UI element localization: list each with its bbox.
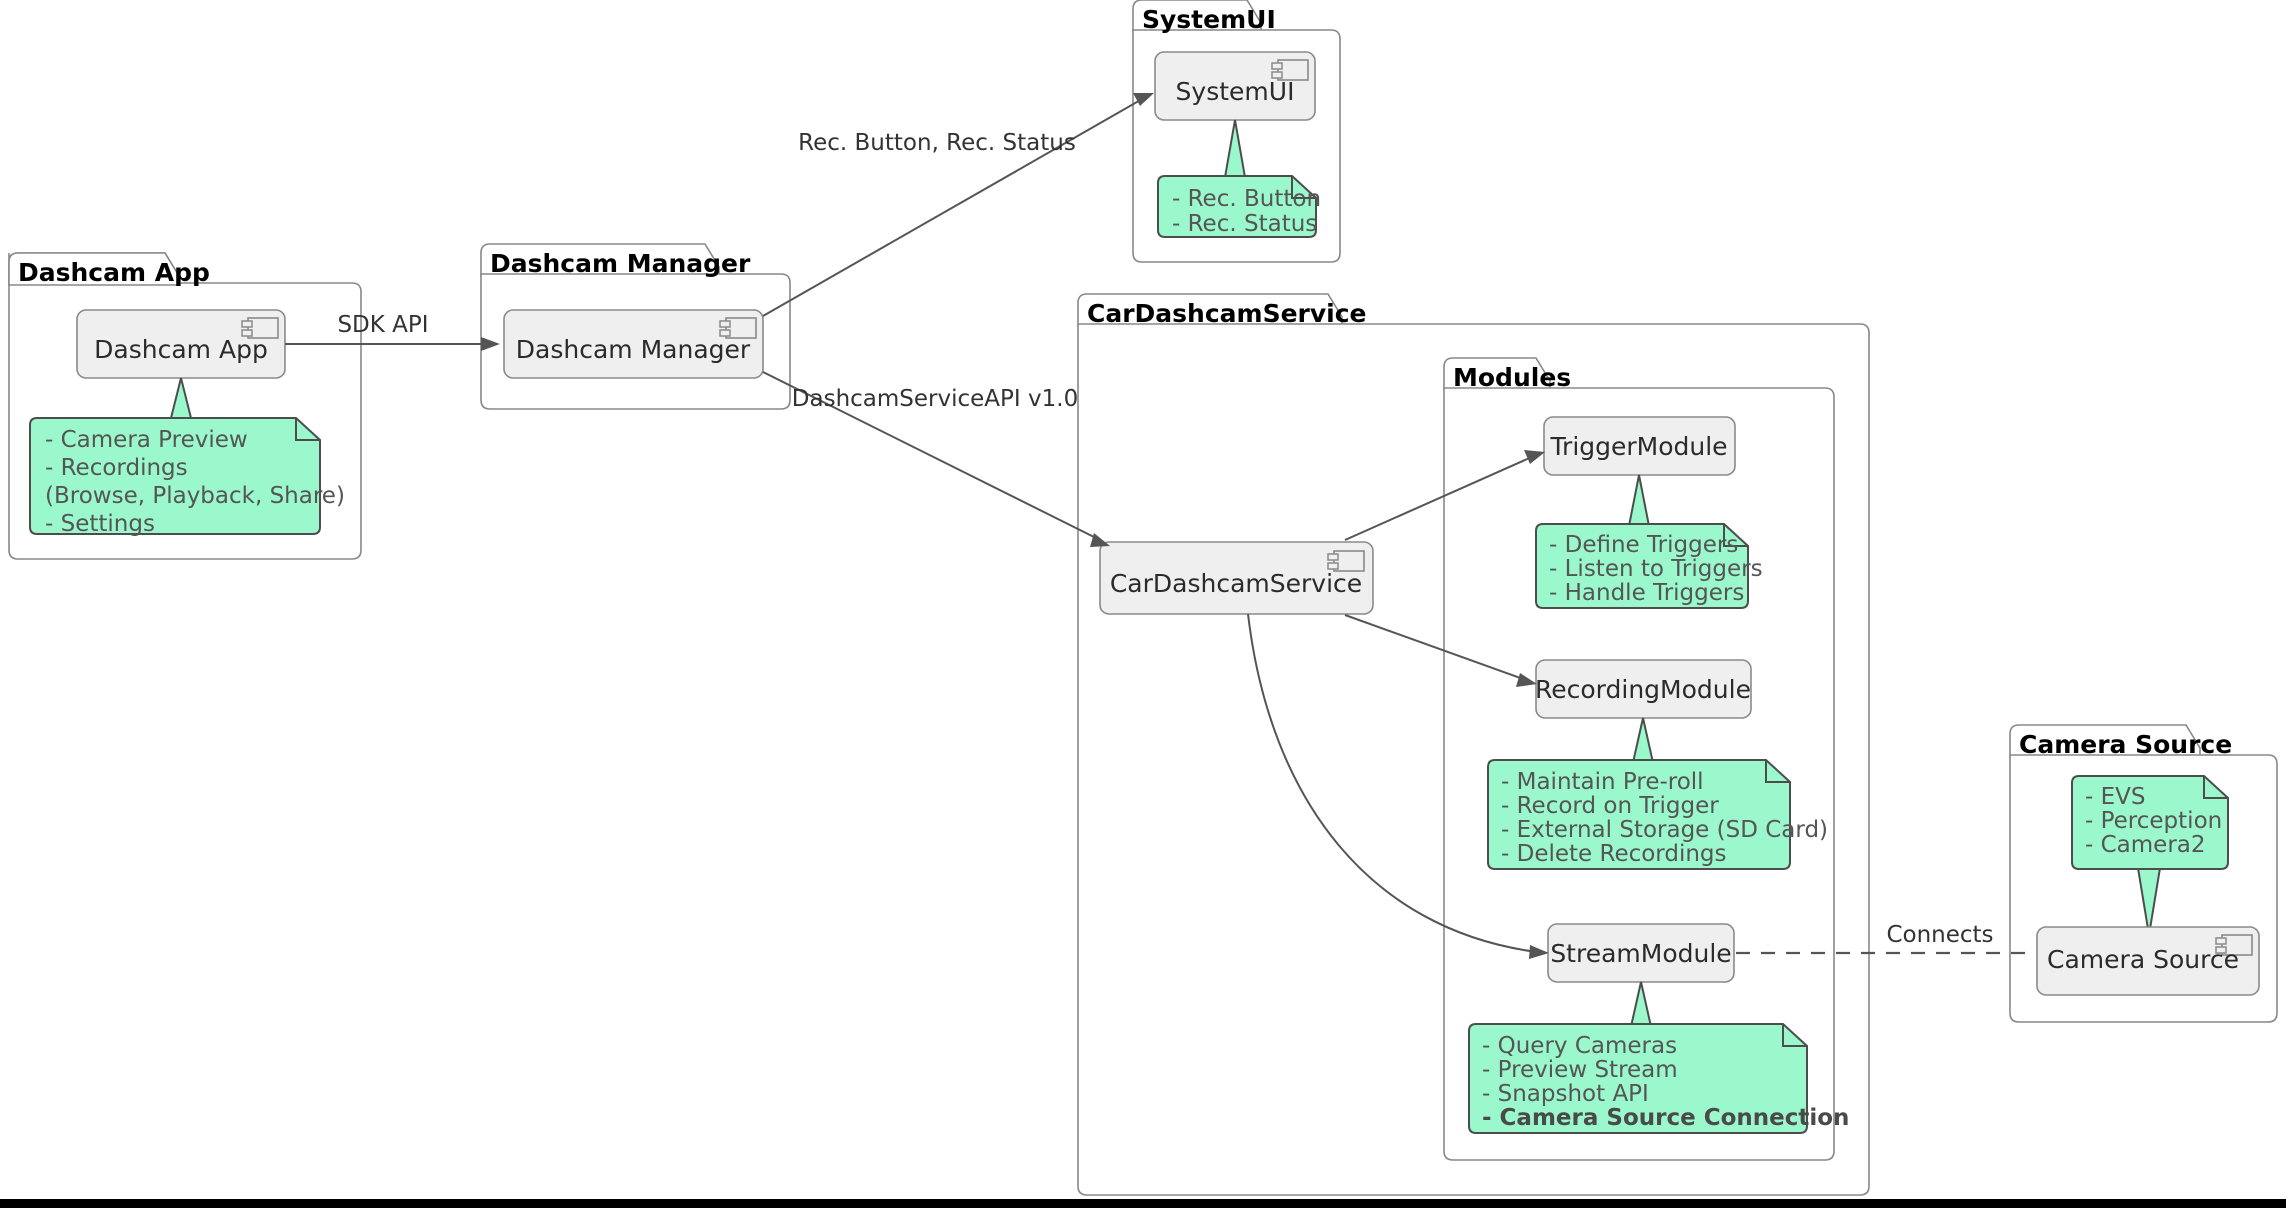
edge-stream-to-camera-source: Connects bbox=[1736, 922, 2035, 955]
note-line: - Rec. Button bbox=[1172, 186, 1321, 212]
note-line: - Record on Trigger bbox=[1501, 793, 1719, 819]
component-label-triggermodule: TriggerModule bbox=[1549, 432, 1727, 461]
edge-service-to-stream bbox=[1247, 613, 1549, 959]
note-line: - Preview Stream bbox=[1482, 1057, 1678, 1083]
component-label-recordingmodule: RecordingModule bbox=[1535, 675, 1751, 704]
note-dashcam-app: - Camera Preview - Recordings (Browse, P… bbox=[29, 377, 345, 537]
component-label-dashcam-manager: Dashcam Manager bbox=[516, 335, 751, 364]
note-line: - Handle Triggers bbox=[1549, 580, 1744, 606]
component-label-cardashcamservice: CarDashcamService bbox=[1110, 569, 1362, 598]
package-title-cardashcamservice: CarDashcamService bbox=[1087, 299, 1367, 328]
component-label-systemui: SystemUI bbox=[1176, 77, 1295, 106]
note-line: - Snapshot API bbox=[1482, 1081, 1649, 1107]
package-title-systemui: SystemUI bbox=[1142, 5, 1276, 34]
component-label-streammodule: StreamModule bbox=[1550, 939, 1731, 968]
note-line: - External Storage (SD Card) bbox=[1501, 817, 1828, 843]
note-line: - Delete Recordings bbox=[1501, 841, 1727, 867]
component-systemui[interactable]: SystemUI bbox=[1154, 51, 1316, 121]
note-line: - Rec. Status bbox=[1172, 211, 1317, 237]
package-title-dashcam-manager: Dashcam Manager bbox=[490, 249, 751, 278]
note-stream-module: - Query Cameras - Preview Stream - Snaps… bbox=[1468, 981, 1849, 1134]
note-line: - Listen to Triggers bbox=[1549, 556, 1763, 582]
note-line: - Maintain Pre-roll bbox=[1501, 769, 1704, 795]
edge-manager-to-systemui: Rec. Button, Rec. Status bbox=[762, 93, 1154, 317]
edge-service-to-trigger bbox=[1344, 450, 1545, 541]
edge-label-rec-button-status: Rec. Button, Rec. Status bbox=[798, 130, 1076, 156]
component-dashcam-manager[interactable]: Dashcam Manager bbox=[503, 309, 764, 379]
note-line: - EVS bbox=[2085, 784, 2145, 810]
note-line: - Define Triggers bbox=[1549, 532, 1738, 558]
component-recordingmodule[interactable]: RecordingModule bbox=[1535, 659, 1752, 719]
package-title-dashcam-app: Dashcam App bbox=[18, 258, 210, 287]
note-line: - Settings bbox=[45, 511, 155, 537]
component-camera-source[interactable]: Camera Source bbox=[2036, 926, 2260, 996]
component-label-dashcam-app: Dashcam App bbox=[94, 335, 268, 364]
edge-label-dashcamserviceapi: DashcamServiceAPI v1.0 bbox=[792, 386, 1078, 412]
note-line: (Browse, Playback, Share) bbox=[45, 483, 345, 509]
note-line: - Recordings bbox=[45, 455, 188, 481]
note-line: - Camera Preview bbox=[45, 427, 248, 453]
note-line: - Camera Source Connection bbox=[1482, 1105, 1849, 1131]
package-title-camera-source: Camera Source bbox=[2019, 730, 2232, 759]
note-recording-module: - Maintain Pre-roll - Record on Trigger … bbox=[1487, 717, 1828, 870]
component-label-camera-source: Camera Source bbox=[2047, 945, 2239, 974]
component-triggermodule[interactable]: TriggerModule bbox=[1543, 416, 1736, 476]
edge-manager-to-service: DashcamServiceAPI v1.0 bbox=[762, 371, 1110, 547]
note-line: - Perception bbox=[2085, 808, 2222, 834]
edge-label-connects: Connects bbox=[1886, 922, 1993, 948]
note-camera-source: - EVS - Perception - Camera2 bbox=[2071, 775, 2229, 936]
note-systemui: - Rec. Button - Rec. Status bbox=[1157, 119, 1321, 238]
bottom-bar bbox=[0, 1199, 2286, 1208]
edge-app-to-manager: SDK API bbox=[285, 312, 500, 351]
note-line: - Camera2 bbox=[2085, 832, 2206, 858]
component-dashcam-app[interactable]: Dashcam App bbox=[76, 309, 286, 379]
edge-service-to-recording bbox=[1344, 614, 1537, 687]
note-line: - Query Cameras bbox=[1482, 1033, 1677, 1059]
note-trigger-module: - Define Triggers - Listen to Triggers -… bbox=[1535, 474, 1763, 609]
package-title-modules: Modules bbox=[1453, 363, 1571, 392]
edge-label-sdk-api: SDK API bbox=[337, 312, 428, 338]
component-streammodule[interactable]: StreamModule bbox=[1547, 923, 1735, 983]
component-cardashcamservice[interactable]: CarDashcamService bbox=[1099, 541, 1374, 615]
